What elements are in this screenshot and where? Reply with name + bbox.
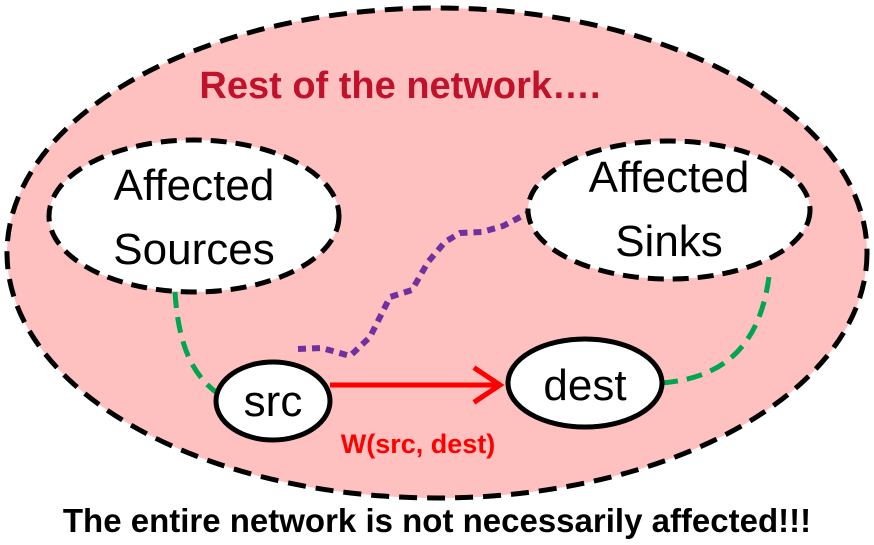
affected-sources-label-line2: Sources	[113, 225, 274, 274]
dest-to-sinks-link	[661, 267, 773, 386]
src-to-sinks-path	[297, 209, 532, 360]
network-title: Rest of the network….	[199, 65, 600, 107]
affected-sources-node	[46, 137, 342, 295]
caption: The entire network is not necessarily af…	[62, 502, 812, 539]
affected-sinks-label-line2: Sinks	[615, 217, 723, 266]
affected-sinks-node	[525, 138, 813, 282]
edge-weight-label: W(src, dest)	[341, 429, 496, 459]
dest-node	[505, 336, 665, 430]
weighted-edge-arrowhead	[472, 365, 505, 405]
sources-to-src-link	[172, 291, 222, 398]
src-node-label: src	[244, 377, 303, 426]
src-node	[213, 359, 333, 443]
affected-sources-label-line1: Affected	[114, 161, 275, 210]
dest-node-label: dest	[543, 361, 626, 410]
affected-sinks-label-line1: Affected	[589, 153, 750, 202]
